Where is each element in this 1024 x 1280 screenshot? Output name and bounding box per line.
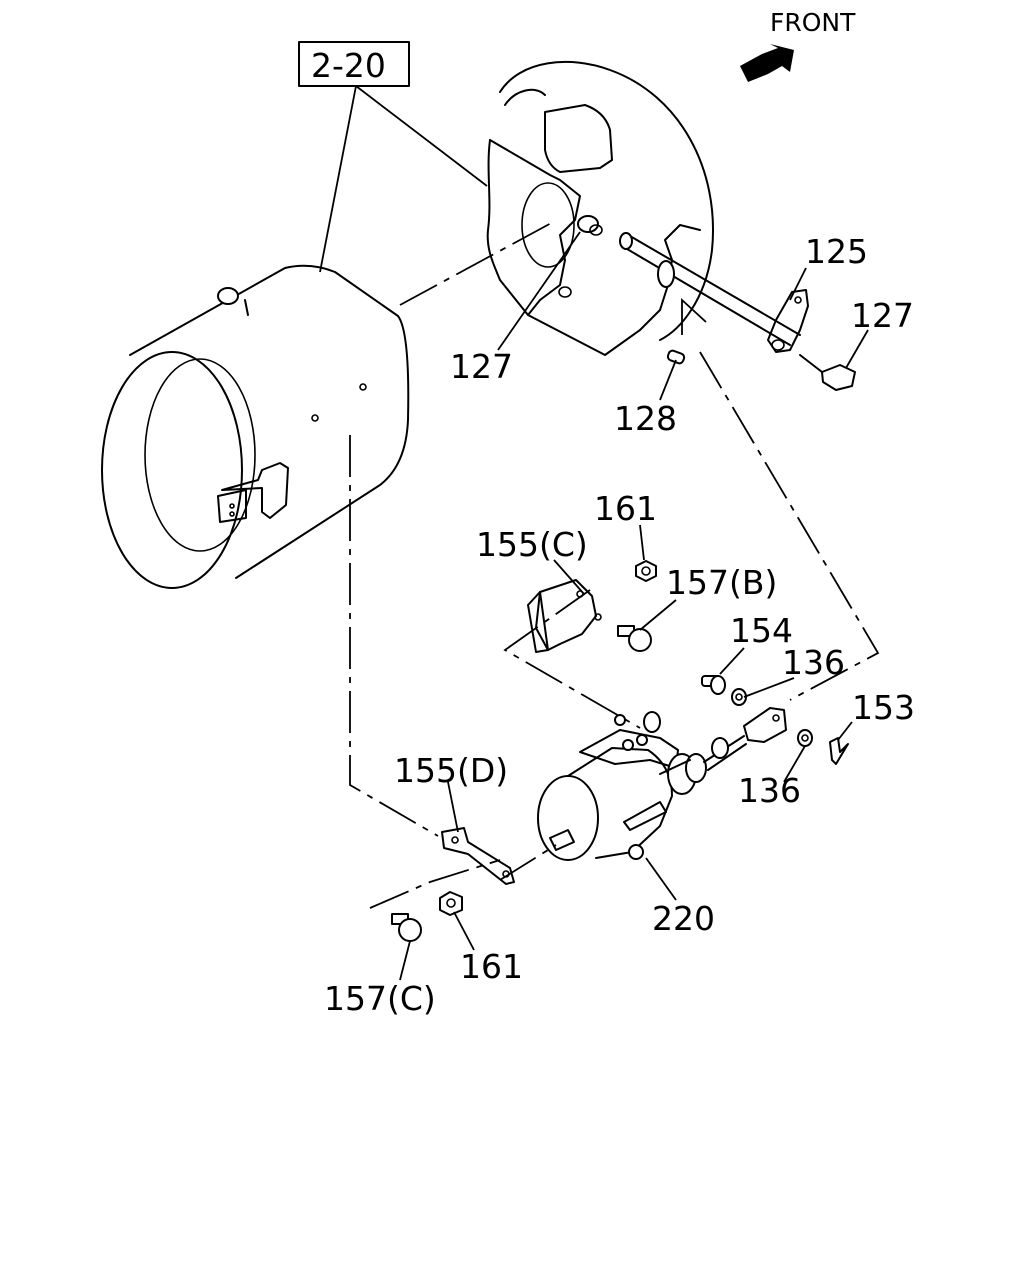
washer-136-bottom bbox=[797, 729, 813, 747]
callout-154[interactable]: 154 bbox=[730, 611, 793, 650]
front-label: FRONT bbox=[770, 8, 856, 37]
nut-161-top bbox=[635, 560, 657, 582]
nut-161-bottom bbox=[439, 891, 463, 916]
callout-136-top[interactable]: 136 bbox=[782, 643, 845, 682]
pin-154 bbox=[701, 675, 726, 695]
actuator-220 bbox=[537, 711, 747, 861]
callout-136-bottom[interactable]: 136 bbox=[738, 771, 801, 810]
bolt-157b bbox=[617, 625, 652, 652]
key-128 bbox=[666, 349, 686, 365]
callout-127-left[interactable]: 127 bbox=[450, 347, 513, 386]
shaft-stud bbox=[799, 354, 856, 391]
callout-220[interactable]: 220 bbox=[652, 899, 715, 938]
cotter-pin-153 bbox=[829, 737, 849, 765]
clutch-housing bbox=[101, 264, 410, 589]
washer-136-top bbox=[731, 688, 747, 706]
clevis bbox=[743, 707, 787, 743]
callout-128[interactable]: 128 bbox=[614, 399, 677, 438]
arrow-right-up-icon bbox=[740, 44, 794, 82]
callout-155c[interactable]: 155(C) bbox=[476, 525, 588, 564]
callout-161-bottom[interactable]: 161 bbox=[460, 947, 523, 986]
callout-125[interactable]: 125 bbox=[805, 232, 868, 271]
callout-157b[interactable]: 157(B) bbox=[666, 563, 777, 602]
callout-161-top[interactable]: 161 bbox=[594, 489, 657, 528]
transmission-housing bbox=[486, 60, 714, 356]
callout-153[interactable]: 153 bbox=[852, 688, 915, 727]
cross-shaft bbox=[619, 232, 801, 346]
callout-157c[interactable]: 157(C) bbox=[324, 979, 436, 1018]
callout-155d[interactable]: 155(D) bbox=[394, 751, 508, 790]
bracket-155c bbox=[527, 579, 602, 653]
bolt-157c bbox=[391, 913, 422, 942]
callout-127-right[interactable]: 127 bbox=[851, 296, 914, 335]
shift-lever bbox=[767, 289, 809, 353]
bracket-155d bbox=[441, 827, 515, 885]
reference-box[interactable]: 2-20 bbox=[298, 41, 410, 87]
reference-box-label: 2-20 bbox=[311, 46, 386, 85]
